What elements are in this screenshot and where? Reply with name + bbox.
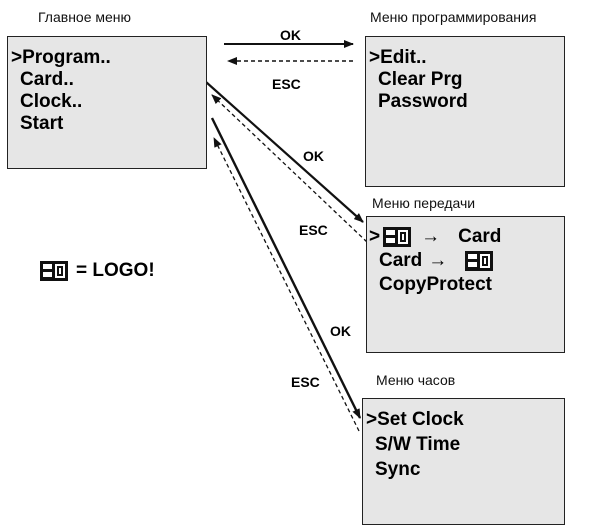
transfer-item1-text: Card — [458, 226, 502, 247]
main-menu-item-card[interactable]: Card.. — [20, 69, 74, 90]
ok-label-program: OK — [280, 27, 301, 43]
program-menu-item-clear-prg[interactable]: Clear Prg — [378, 69, 463, 90]
logo-device-icon — [383, 227, 412, 247]
program-menu-panel: >Edit.. Clear Prg Password — [365, 36, 565, 187]
main-menu-item-program[interactable]: >Program.. — [11, 47, 111, 68]
clock-menu-caption: Меню часов — [376, 372, 456, 388]
transfer-item2-prefix: Card — [379, 250, 423, 271]
clock-menu-item-set-clock[interactable]: >Set Clock — [366, 409, 464, 430]
ok-arrow-transfer — [205, 81, 364, 223]
logo-legend: = LOGO! — [40, 260, 155, 282]
esc-arrow-transfer — [211, 94, 368, 243]
transfer-menu-item-copyprotect[interactable]: CopyProtect — [379, 274, 492, 295]
transfer-menu-item-card-to-logo[interactable]: Card → — [379, 250, 494, 272]
esc-label-clock: ESC — [291, 374, 320, 390]
transfer-item1-prefix: > — [369, 226, 381, 247]
transfer-menu-panel: > → Card Card → CopyProtect — [366, 216, 565, 353]
main-menu-item-clock[interactable]: Clock.. — [20, 91, 83, 112]
transfer-item1-arrow: → — [421, 226, 441, 247]
transfer-item2-arrow: → — [428, 250, 448, 271]
ok-label-transfer: OK — [303, 148, 324, 164]
program-menu-caption: Меню программирования — [370, 9, 537, 25]
clock-menu-item-sw-time[interactable]: S/W Time — [375, 434, 461, 455]
transfer-menu-item-logo-to-card[interactable]: > → Card — [369, 226, 501, 248]
esc-label-program: ESC — [272, 76, 301, 92]
logo-device-icon — [40, 261, 68, 281]
esc-arrow-clock — [213, 137, 360, 432]
main-menu-panel: >Program.. Card.. Clock.. Start — [7, 36, 207, 169]
main-menu-item-start[interactable]: Start — [20, 113, 64, 134]
ok-label-clock: OK — [330, 323, 351, 339]
clock-menu-item-sync[interactable]: Sync — [375, 459, 421, 480]
logo-legend-text: = LOGO! — [76, 260, 155, 281]
esc-label-transfer: ESC — [299, 222, 328, 238]
transfer-menu-caption: Меню передачи — [372, 195, 476, 211]
logo-device-icon — [465, 251, 494, 271]
main-menu-caption: Главное меню — [38, 9, 132, 25]
clock-menu-panel: >Set Clock S/W Time Sync — [362, 398, 565, 525]
program-menu-item-edit[interactable]: >Edit.. — [369, 47, 427, 68]
program-menu-item-password[interactable]: Password — [378, 91, 468, 112]
ok-arrow-clock — [210, 117, 362, 419]
